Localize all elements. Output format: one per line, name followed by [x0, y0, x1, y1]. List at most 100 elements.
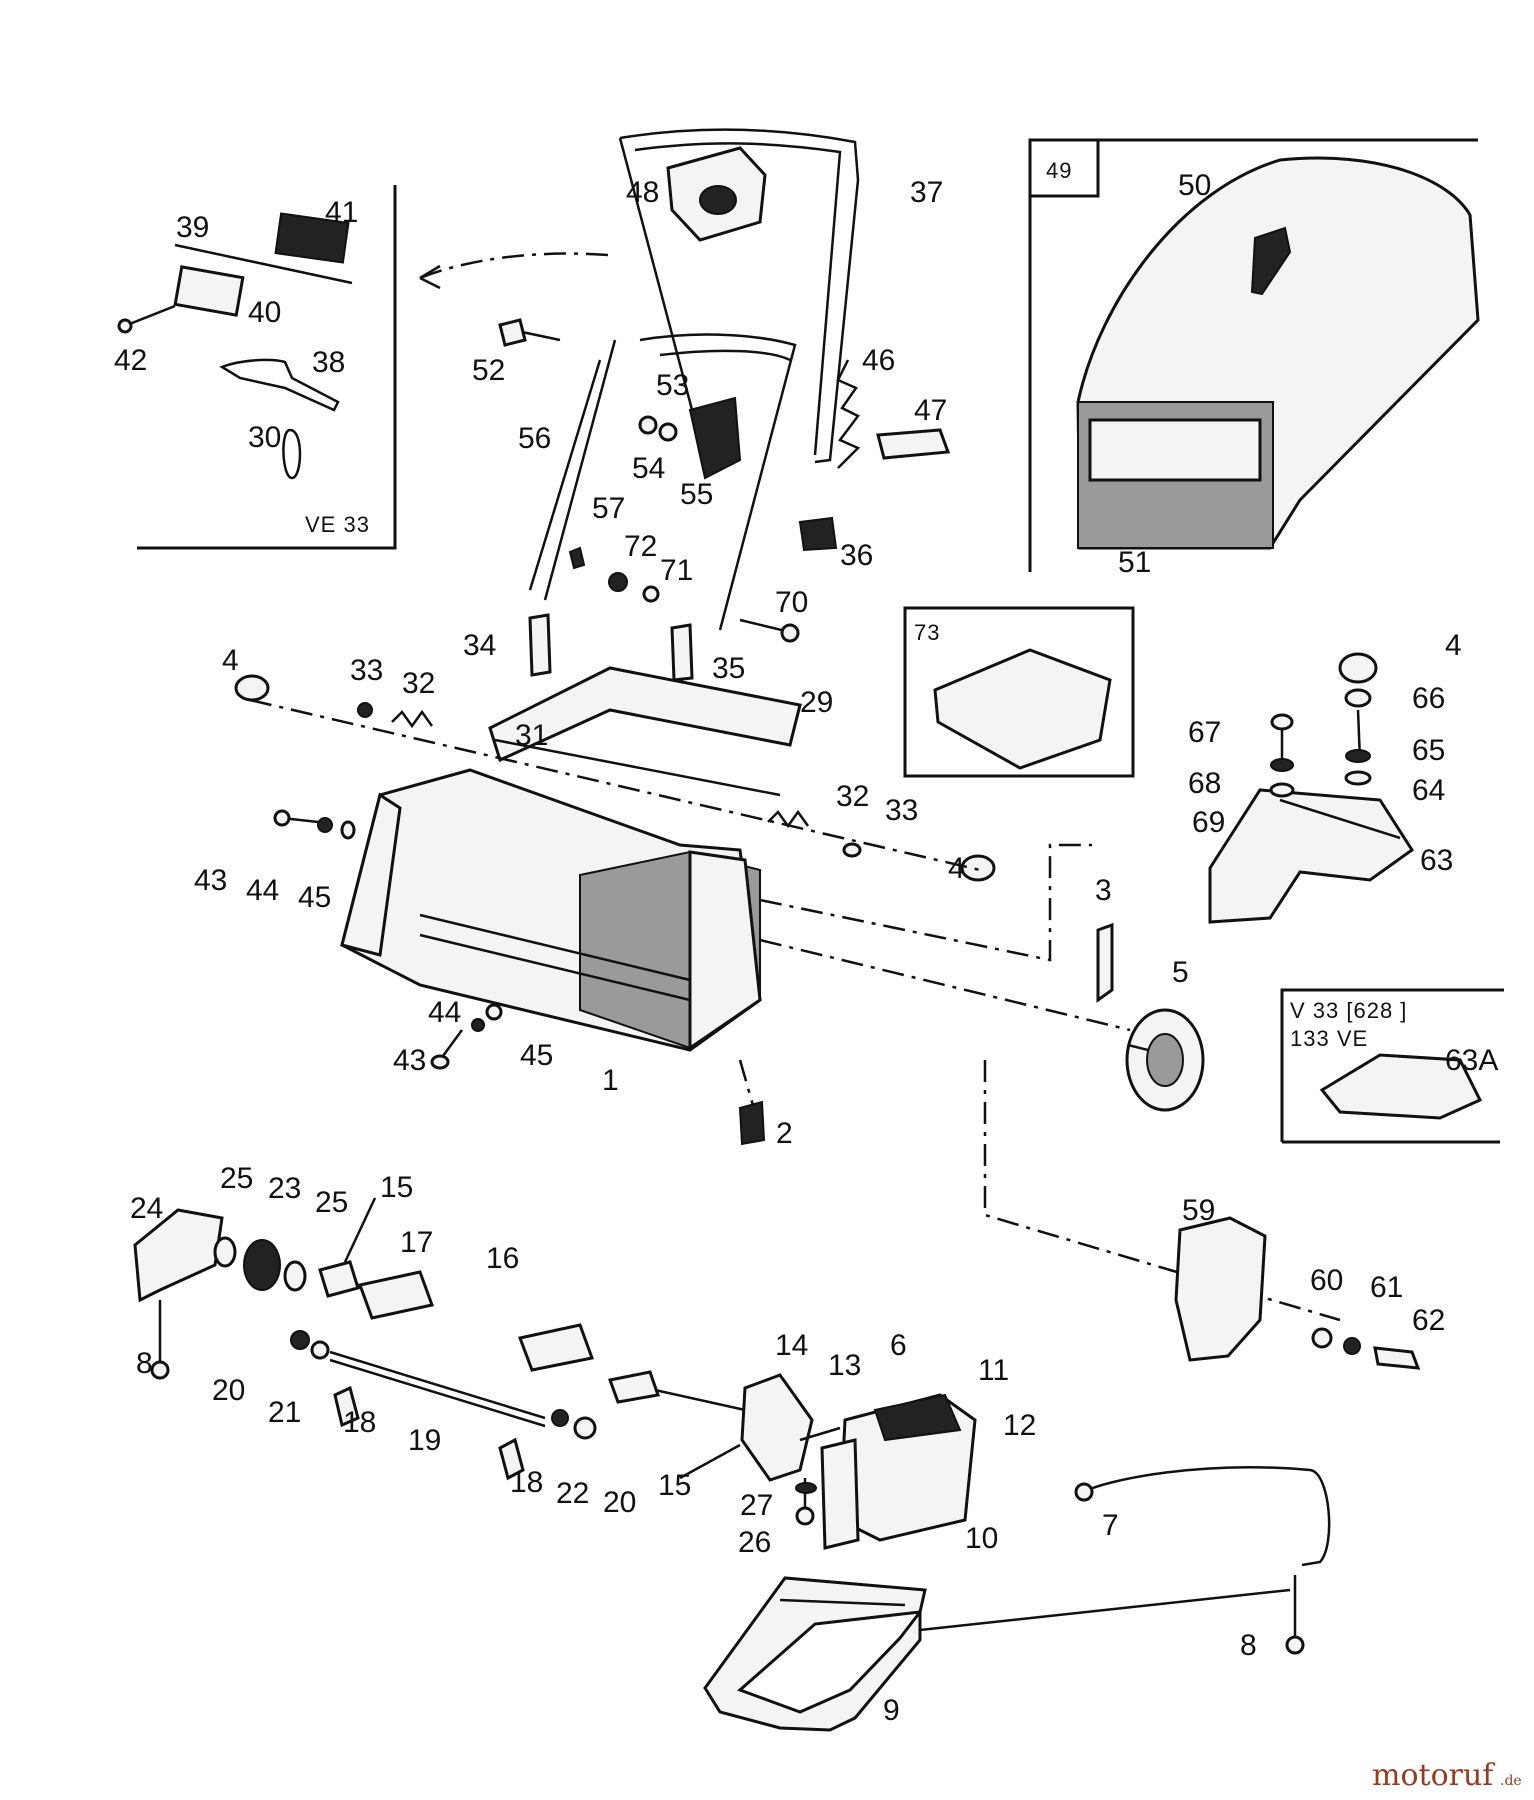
bag-handle-50	[1250, 226, 1292, 296]
label-44b: 44	[428, 996, 461, 1029]
label-36: 36	[840, 539, 873, 572]
coupling-16b	[517, 1323, 595, 1372]
washer-64	[1344, 770, 1372, 786]
shaft-31	[494, 738, 781, 797]
label-66: 66	[1412, 682, 1445, 715]
shaft-19	[329, 1350, 546, 1420]
label-39: 39	[176, 211, 209, 244]
label-44a: 44	[246, 874, 279, 907]
plate-41	[274, 212, 350, 264]
label-53: 53	[656, 369, 689, 402]
label-25a: 25	[220, 1162, 253, 1195]
label-25b: 25	[315, 1186, 348, 1219]
knob-55	[688, 396, 742, 480]
label-40: 40	[248, 296, 281, 329]
label-46: 46	[862, 344, 895, 377]
bracket-40	[173, 265, 245, 317]
washer-65	[1345, 749, 1371, 763]
label-21: 21	[268, 1396, 301, 1429]
label-69: 69	[1192, 806, 1225, 839]
label-50: 50	[1178, 169, 1211, 202]
housing-1	[234, 666, 1341, 1322]
washer-21	[310, 1340, 330, 1360]
label-52: 52	[472, 354, 505, 387]
label-63a: 63A	[1445, 1044, 1498, 1077]
label-47: 47	[914, 394, 947, 427]
label-5: 5	[1172, 956, 1189, 989]
label-1: 1	[602, 1064, 619, 1097]
label-70: 70	[775, 586, 808, 619]
label-60: 60	[1310, 1264, 1343, 1297]
label-27: 27	[740, 1489, 773, 1522]
spring-46	[836, 359, 861, 469]
inset-73-title: 73	[914, 620, 940, 645]
washer-54	[658, 422, 678, 442]
label-62: 62	[1412, 1304, 1445, 1337]
screw-57	[568, 546, 586, 570]
bolt-62	[1373, 1346, 1421, 1370]
washer-60	[1311, 1327, 1333, 1349]
label-26: 26	[738, 1526, 771, 1559]
washer-44a	[317, 817, 333, 833]
label-13: 13	[828, 1349, 861, 1382]
handle-assembly	[498, 128, 951, 682]
washer-33b	[842, 842, 862, 858]
washer-22	[551, 1409, 569, 1427]
nut-72	[608, 572, 628, 592]
label-19: 19	[408, 1424, 441, 1457]
part-66	[1344, 688, 1372, 708]
label-63: 63	[1420, 844, 1453, 877]
variant-box: V 33 [628 ] 133 VE 63A	[1280, 988, 1504, 1144]
bolt-52	[498, 318, 527, 347]
label-9: 9	[883, 1694, 900, 1727]
label-45b: 45	[520, 1039, 553, 1072]
label-20b: 20	[603, 1486, 636, 1519]
label-38: 38	[312, 346, 345, 379]
label-35: 35	[712, 652, 745, 685]
label-24: 24	[130, 1192, 163, 1225]
label-7: 7	[1102, 1509, 1119, 1542]
label-4b: 4	[948, 852, 965, 885]
deflector-59	[1174, 1216, 1421, 1370]
label-4a: 4	[222, 644, 239, 677]
variant-line1: V 33 [628 ]	[1290, 998, 1407, 1023]
label-61: 61	[1370, 1271, 1403, 1304]
rear-parts	[738, 652, 1415, 1146]
label-57: 57	[592, 492, 625, 525]
label-18a: 18	[343, 1406, 376, 1439]
label-42: 42	[114, 344, 147, 377]
washer-45b	[485, 1003, 503, 1021]
washer-53	[638, 415, 658, 435]
pin-15b	[679, 1443, 741, 1480]
rod-7	[1087, 1466, 1331, 1567]
coil-11	[873, 1393, 962, 1442]
label-8b: 8	[1240, 1629, 1257, 1662]
label-30: 30	[248, 421, 281, 454]
rod-39	[174, 243, 353, 285]
label-12: 12	[1003, 1409, 1036, 1442]
pin-15a	[343, 1197, 377, 1263]
label-43a: 43	[194, 864, 227, 897]
cap-4b	[960, 854, 996, 882]
rear-flap-63	[1208, 788, 1415, 924]
label-22: 22	[556, 1477, 589, 1510]
fan-14	[740, 1373, 814, 1482]
washer-71	[642, 585, 660, 603]
label-15b: 15	[658, 1469, 691, 1502]
lever-38	[219, 358, 340, 412]
label-41: 41	[325, 196, 358, 229]
spring-13	[799, 1426, 841, 1442]
label-32b: 32	[836, 780, 869, 813]
washer-69	[1269, 782, 1295, 798]
label-4c: 4	[1445, 629, 1462, 662]
grass-bag-title: 49	[1046, 158, 1072, 183]
label-45a: 45	[298, 881, 331, 914]
coupling-16a	[358, 1270, 434, 1320]
label-37: 37	[910, 176, 943, 209]
part-63a	[1319, 1053, 1483, 1120]
base-plate-9	[703, 1576, 927, 1732]
label-2: 2	[776, 1117, 793, 1150]
label-54: 54	[632, 452, 665, 485]
label-32a: 32	[402, 667, 435, 700]
label-23: 23	[268, 1172, 301, 1205]
